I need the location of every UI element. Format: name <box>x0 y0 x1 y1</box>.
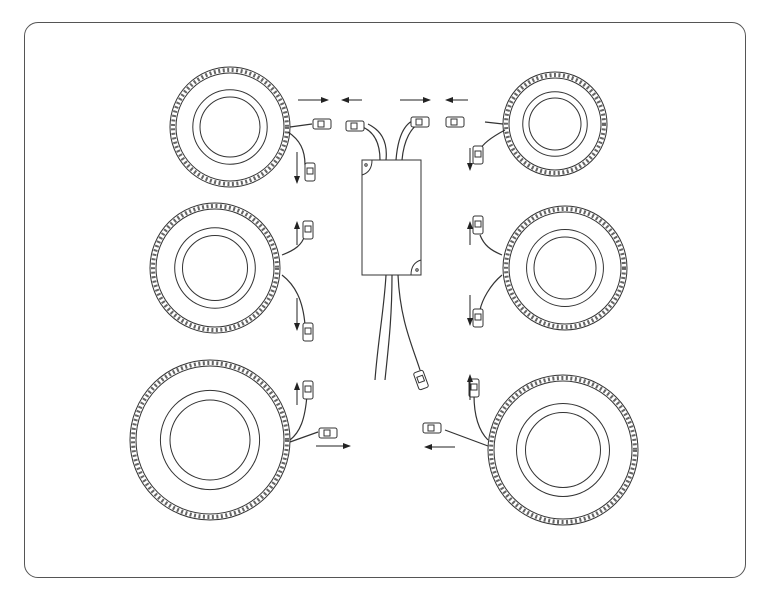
plug-connector <box>302 380 314 400</box>
diagram-frame <box>24 22 746 578</box>
downlight-3 <box>149 202 281 334</box>
downlight-4 <box>502 205 628 331</box>
plug-connector <box>312 118 332 130</box>
plug-connector <box>445 116 465 128</box>
plug-connector <box>472 215 484 235</box>
plug-connector <box>304 162 316 182</box>
plug-connector <box>413 369 429 391</box>
downlight-5 <box>129 359 291 521</box>
plug-connector <box>302 322 314 342</box>
plug-connector <box>345 120 365 132</box>
led-driver-box <box>361 159 422 276</box>
downlight-2 <box>502 71 608 177</box>
plug-connector <box>410 116 430 128</box>
plug-connector <box>422 422 442 434</box>
plug-connector <box>472 308 484 328</box>
plug-connector <box>318 427 338 439</box>
plug-connector <box>472 145 484 165</box>
plug-connector <box>468 378 480 398</box>
plug-connector <box>302 220 314 240</box>
downlight-1 <box>169 66 291 188</box>
downlight-6 <box>487 374 639 526</box>
